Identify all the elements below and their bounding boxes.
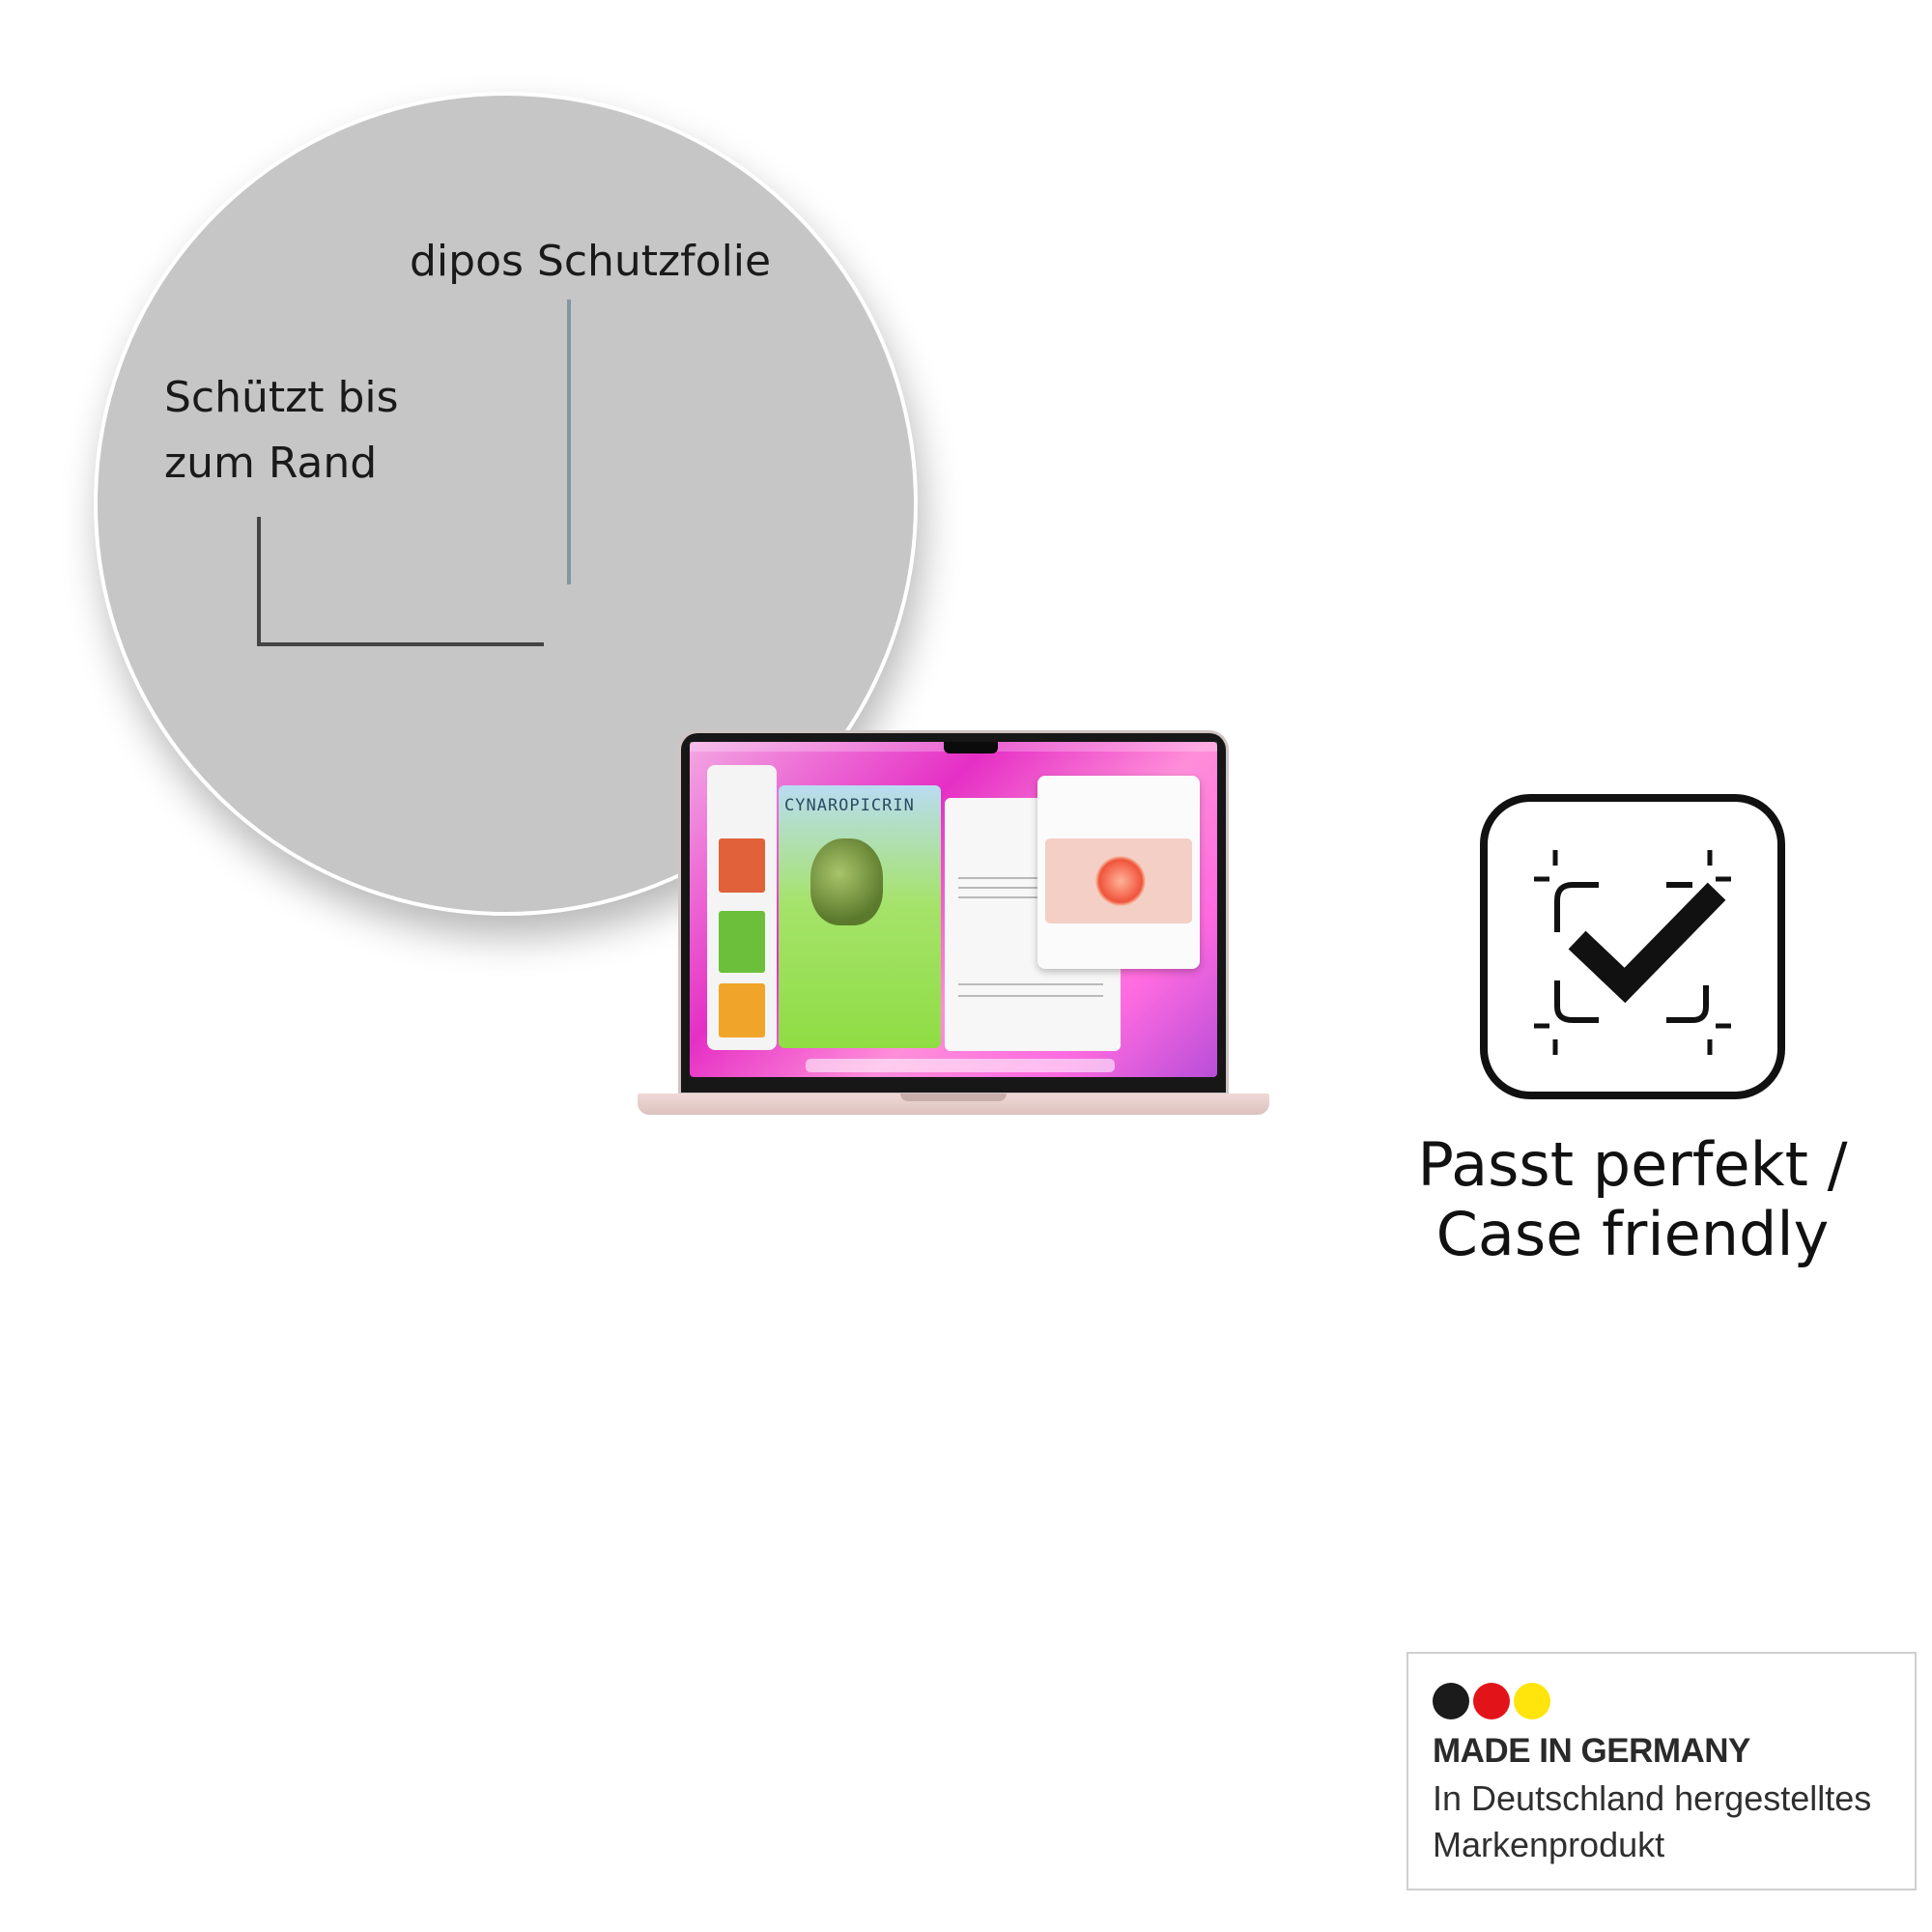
thumbnail (719, 983, 765, 1037)
protector-film-line (567, 299, 571, 584)
doc-line (958, 983, 1103, 985)
dock (806, 1059, 1115, 1072)
doc-line (958, 896, 1103, 898)
thumbnail (719, 838, 765, 893)
case-friendly-label: Passt perfekt / Case friendly (1323, 1130, 1932, 1269)
doc-line (958, 887, 1103, 889)
flag-dot-red (1473, 1683, 1510, 1719)
case-friendly-line1: Passt perfekt / (1417, 1129, 1848, 1200)
edge-protection-text: Schützt bis zum Rand (164, 365, 399, 497)
check-frame-icon (1480, 794, 1785, 1099)
made-in-germany-line2: Markenprodukt (1433, 1825, 1665, 1864)
edge-protection-line2: zum Rand (164, 439, 378, 488)
camera-notch (944, 742, 998, 753)
flag-dot-yellow (1514, 1683, 1550, 1719)
screen-edge-vertical (257, 517, 261, 646)
laptop-screen: CYNAROPICRIN (690, 742, 1217, 1077)
artichoke-image (810, 838, 883, 925)
made-in-germany-line1: In Deutschland hergestelltes (1433, 1778, 1872, 1818)
laptop-base (638, 1094, 1269, 1115)
made-in-germany-title: MADE IN GERMANY (1433, 1732, 1750, 1770)
thumbnail (719, 911, 765, 973)
laptop-image: CYNAROPICRIN (630, 730, 1277, 1122)
poster-title: CYNAROPICRIN (784, 796, 915, 815)
grapefruit-image (1095, 856, 1146, 906)
doc-line (958, 995, 1103, 997)
screen-edge-horizontal (257, 642, 544, 646)
flag-dot-black (1433, 1683, 1469, 1719)
protector-title: dipos Schutzfolie (410, 237, 772, 286)
doc-line (958, 877, 1103, 879)
edge-protection-line1: Schützt bis (164, 373, 399, 422)
case-friendly-line2: Case friendly (1435, 1199, 1830, 1269)
laptop-opening-notch (900, 1094, 1007, 1101)
made-in-germany-subtitle: In Deutschland hergestelltes Markenprodu… (1433, 1776, 1871, 1868)
